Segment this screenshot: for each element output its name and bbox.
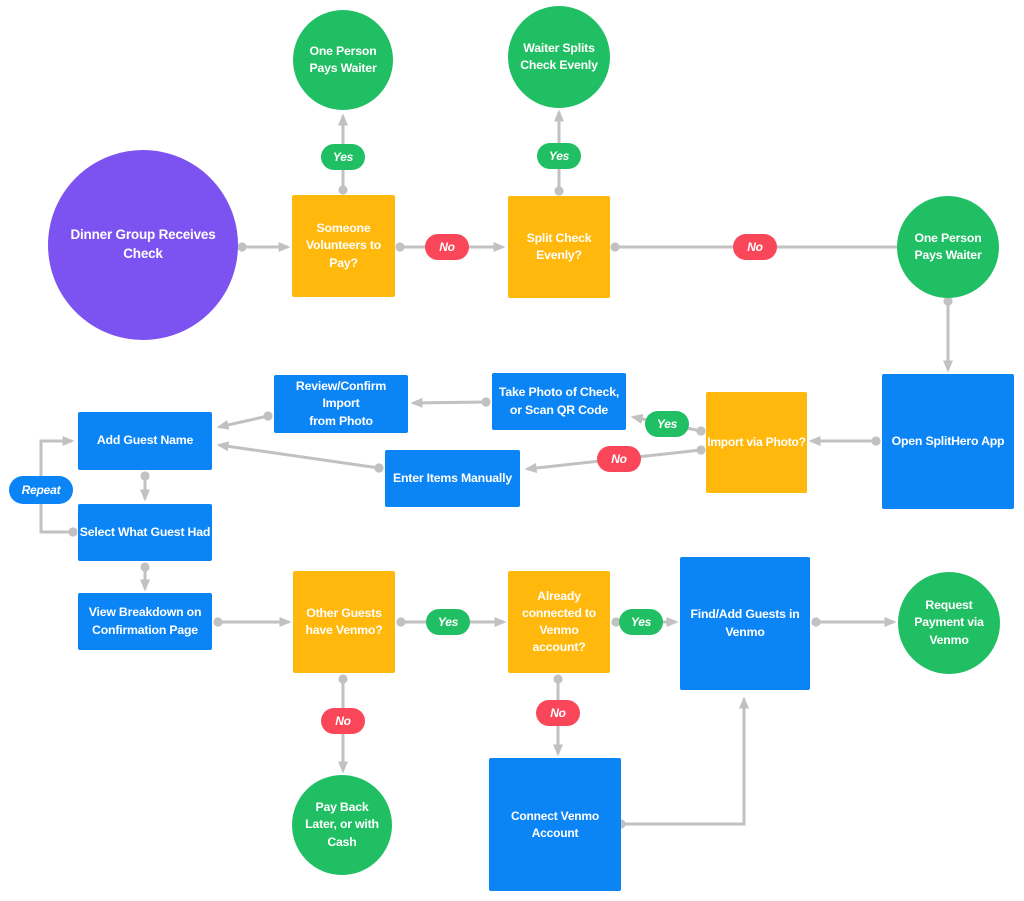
node-find-add-guests-venmo: Find/Add Guests in Venmo [680, 557, 810, 690]
node-someone-volunteers-to-pay: Someone Volunteers to Pay? [292, 195, 395, 297]
arrow-take-photo-to-review [410, 397, 491, 408]
edge-label-no-split: No [733, 234, 777, 260]
edge-label-no-already-connected: No [536, 700, 580, 726]
edge-label-no-other-guests: No [321, 708, 365, 734]
edge-label-no-import: No [597, 446, 641, 472]
edge-label-yes-split: Yes [537, 143, 581, 169]
node-import-via-photo: Import via Photo? [706, 392, 807, 493]
node-review-confirm-import: Review/Confirm Import from Photo [274, 375, 408, 433]
node-pay-back-later-cash: Pay Back Later, or with Cash [292, 775, 392, 875]
arrow-review-to-add-guest [216, 411, 273, 430]
node-waiter-splits-check-evenly: Waiter Splits Check Evenly [508, 6, 610, 108]
edge-label-yes-already-connected: Yes [619, 609, 663, 635]
edge-label-yes-other-guests: Yes [426, 609, 470, 635]
node-add-guest-name: Add Guest Name [78, 412, 212, 470]
node-request-payment-venmo: Request Payment via Venmo [898, 572, 1000, 674]
node-dinner-group-receives-check: Dinner Group Receives Check [48, 150, 238, 340]
edge-label-yes-import: Yes [645, 411, 689, 437]
node-other-guests-have-venmo: Other Guests have Venmo? [293, 571, 395, 673]
edge-label-yes-volunteers: Yes [321, 144, 365, 170]
node-split-check-evenly: Split Check Evenly? [508, 196, 610, 298]
node-already-connected-venmo: Already connected to Venmo account? [508, 571, 610, 673]
node-enter-items-manually: Enter Items Manually [385, 450, 520, 507]
arrow-enter-items-to-add-guest [216, 441, 384, 473]
edge-label-repeat: Repeat [9, 476, 73, 504]
node-view-breakdown-confirmation: View Breakdown on Confirmation Page [78, 593, 212, 650]
node-select-what-guest-had: Select What Guest Had [78, 504, 212, 561]
node-connect-venmo-account: Connect Venmo Account [489, 758, 621, 891]
node-open-splithero-app: Open SplitHero App [882, 374, 1014, 509]
edge-label-no-volunteers: No [425, 234, 469, 260]
arrow-connect-venmo-to-find-add [616, 696, 749, 829]
node-take-photo-or-scan-qr: Take Photo of Check, or Scan QR Code [492, 373, 626, 430]
node-one-person-pays-waiter-right: One Person Pays Waiter [897, 196, 999, 298]
node-one-person-pays-waiter-top: One Person Pays Waiter [293, 10, 393, 110]
